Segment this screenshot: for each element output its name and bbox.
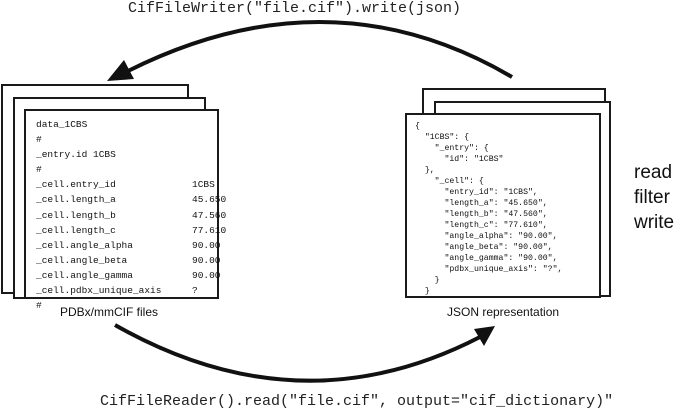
json-line: "_entry": { xyxy=(415,144,489,153)
operations-list: read filter write xyxy=(634,160,685,235)
cif-line-key: # xyxy=(36,134,42,146)
cif-line-value: 47.560 xyxy=(192,209,227,221)
cif-line-key: data_1CBS xyxy=(36,119,88,130)
cif-line-value: 90.00 xyxy=(192,269,221,281)
cif-line-value: 90.00 xyxy=(192,254,221,266)
cif-line-value: 1CBS xyxy=(192,179,215,191)
json-line: "angle_alpha": "90.00", xyxy=(415,232,558,241)
json-line: "length_b": "47.560", xyxy=(415,210,548,219)
json-line: }, xyxy=(415,166,435,175)
json-line: } xyxy=(415,276,440,285)
cif-line-value: ? xyxy=(192,285,198,297)
cif-line-key: _cell.length_c xyxy=(36,224,116,236)
json-line: } xyxy=(415,287,430,296)
read-arrow-curve xyxy=(114,323,481,383)
json-content: { "1CBS": { "_entry": { "id": "1CBS" }, … xyxy=(415,121,562,297)
cif-line-key: _cell.angle_gamma xyxy=(36,269,133,281)
reader-call-caption: CifFileReader().read("file.cif", output=… xyxy=(100,393,614,410)
json-line: "id": "1CBS" xyxy=(415,155,504,164)
cif-line-key: _cell.angle_alpha xyxy=(36,239,133,251)
read-arrowhead xyxy=(474,326,495,346)
operation-write: write xyxy=(634,212,675,233)
operation-read: read xyxy=(634,162,673,183)
cif-line-key: _cell.entry_id xyxy=(36,179,116,191)
json-line: { xyxy=(415,122,420,131)
json-sheet-front: { "1CBS": { "_entry": { "id": "1CBS" }, … xyxy=(405,113,601,298)
cif-line-value: 90.00 xyxy=(192,239,221,251)
cif-line-key: # xyxy=(36,300,42,312)
cif-line-key: _entry.id 1CBS xyxy=(36,149,116,161)
cif-line-key: _cell.length_b xyxy=(36,209,116,221)
json-line: "entry_id": "1CBS", xyxy=(415,188,538,197)
cif-line-key: _cell.angle_beta xyxy=(36,254,128,266)
json-line: "angle_beta": "90.00", xyxy=(415,243,553,252)
cif-line-value: 77.610 xyxy=(192,224,227,236)
cif-line-key: _cell.pdbx_unique_axis xyxy=(36,285,162,297)
cif-line-value: 45.650 xyxy=(192,194,227,206)
write-arrowhead xyxy=(107,60,134,81)
json-line: "1CBS": { xyxy=(415,133,470,142)
json-line: "length_c": "77.610", xyxy=(415,221,548,230)
cif-file-sheet-front: data_1CBS # _entry.id 1CBS # _cell.entry_id 1… xyxy=(24,109,226,311)
json-line: "_cell": { xyxy=(415,177,484,186)
writer-call-caption: CifFileWriter("file.cif").write(json) xyxy=(128,0,462,17)
cif-line-key: _cell.length_a xyxy=(36,194,116,206)
json-line: "angle_gamma": "90.00", xyxy=(415,254,558,263)
json-line: "length_a": "45.650", xyxy=(415,199,548,208)
operation-filter: filter xyxy=(634,187,670,208)
json-line: "pdbx_unique_axis": "?", xyxy=(415,265,563,274)
json-representation-caption: JSON representation xyxy=(447,305,560,319)
cif-files-caption: PDBx/mmCIF files xyxy=(60,305,159,319)
cif-line-key: # xyxy=(36,164,42,176)
write-arrow-curve xyxy=(127,19,514,79)
